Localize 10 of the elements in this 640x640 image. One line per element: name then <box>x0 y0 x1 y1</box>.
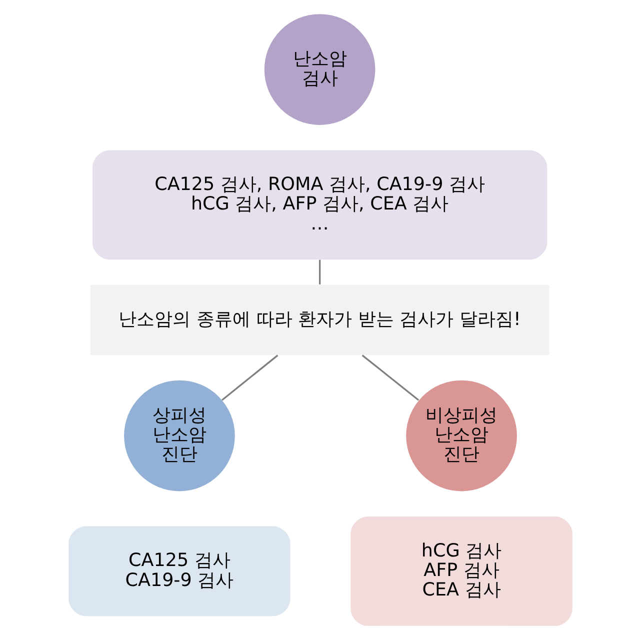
node-circle: 상피성 난소암 진단 <box>124 380 234 492</box>
node-circle: 비상피성 난소암 진단 <box>406 380 516 492</box>
node-box: CA125 검사, ROMA 검사, CA19-9 검사 hCG 검사, AFP 검사, CEA 검사 … <box>92 150 547 260</box>
connector <box>318 260 320 284</box>
connector <box>361 354 419 401</box>
node-box: CA125 검사 CA19-9 검사 <box>68 526 290 616</box>
node-box: 난소암의 종류에 따라 환자가 받는 검사가 달라짐! <box>90 284 549 356</box>
node-circle: 난소암 검사 <box>264 14 375 125</box>
connector <box>221 354 278 401</box>
node-box: hCG 검사 AFP 검사 CEA 검사 <box>350 516 572 626</box>
